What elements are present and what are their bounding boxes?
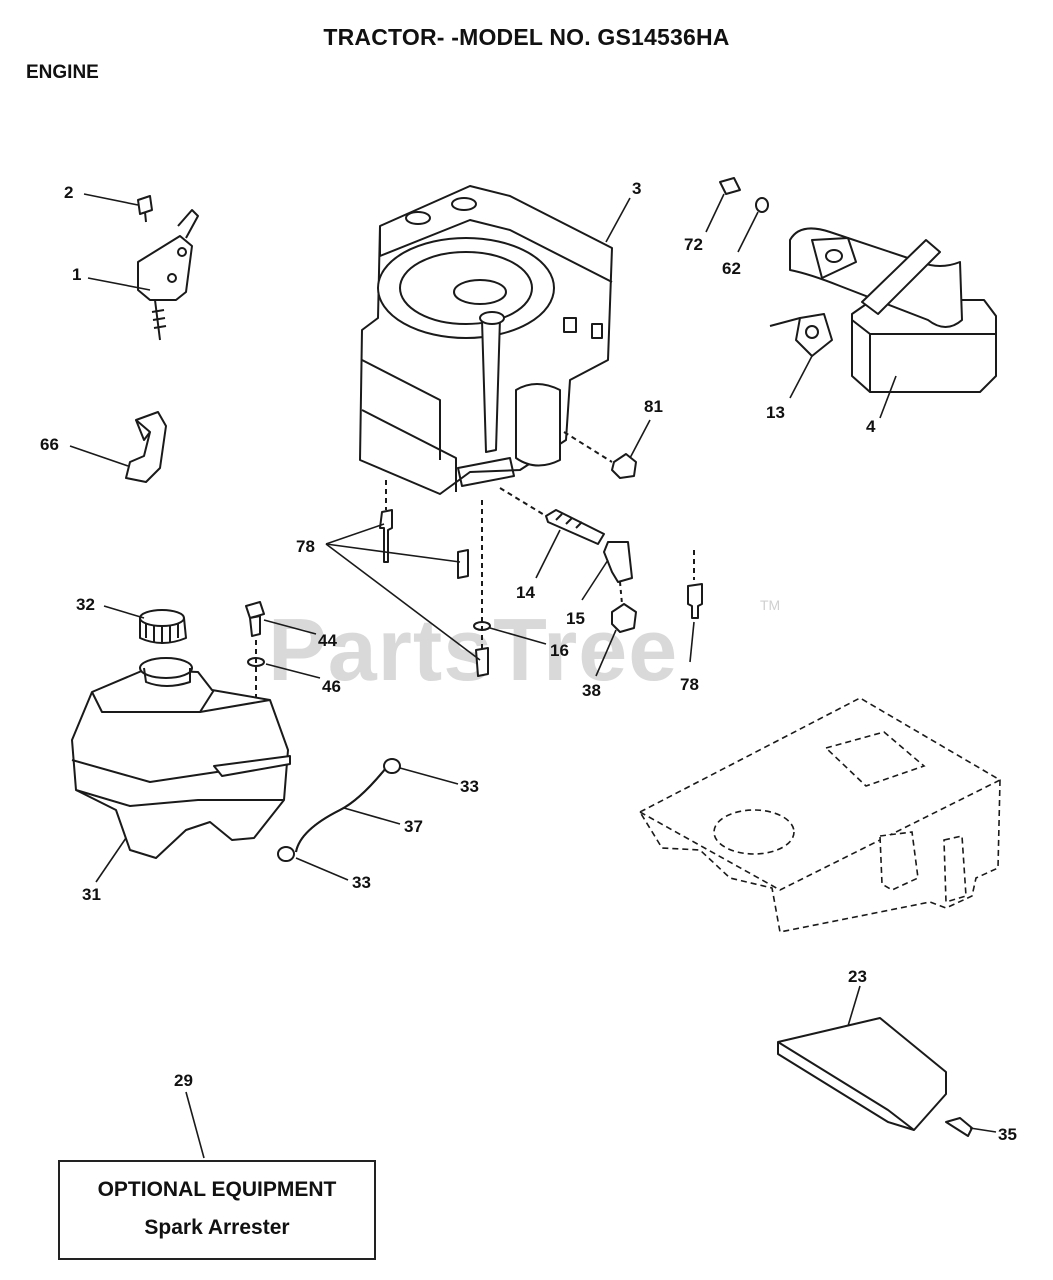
tractor-frame-reference [638, 697, 1001, 933]
callout-66[interactable]: 66 [40, 435, 59, 454]
callout-29[interactable]: 29 [174, 1071, 193, 1090]
diagram-title: TRACTOR- -MODEL NO. GS14536HA [323, 24, 730, 50]
leader-37 [343, 807, 401, 825]
callout-3[interactable]: 3 [632, 179, 641, 198]
callout-38[interactable]: 38 [582, 681, 601, 700]
callout-46[interactable]: 46 [322, 677, 341, 696]
tank-screw-part[interactable] [245, 601, 265, 780]
leader-62 [737, 211, 759, 253]
leader-31 [95, 837, 127, 883]
callout-35[interactable]: 35 [998, 1125, 1017, 1144]
callout-16[interactable]: 16 [550, 641, 569, 660]
fuel-line-part[interactable] [277, 758, 401, 862]
leader-15 [581, 559, 609, 601]
leader-3 [605, 197, 631, 243]
callout-78-left[interactable]: 78 [296, 537, 315, 556]
leader-46 [265, 663, 321, 679]
leader-33-bottom [295, 857, 349, 881]
leader-72 [705, 193, 725, 233]
callout-81[interactable]: 81 [644, 397, 663, 416]
callout-23[interactable]: 23 [848, 967, 867, 986]
leader-29 [185, 1091, 205, 1159]
leader-81 [629, 419, 651, 459]
callout-13[interactable]: 13 [766, 403, 785, 422]
callout-15[interactable]: 15 [566, 609, 585, 628]
leader-78-right [689, 621, 695, 663]
leader-14 [535, 529, 561, 579]
leader-38 [595, 629, 617, 677]
optional-equipment-box: OPTIONAL EQUIPMENT Spark Arrester [58, 1160, 376, 1260]
throttle-control-part[interactable] [137, 195, 199, 341]
leader-23 [847, 985, 861, 1027]
fuel-fitting-part[interactable] [473, 487, 633, 631]
fuel-tank-part[interactable] [71, 657, 291, 859]
leader-1 [87, 277, 151, 291]
spark-arrester-label: Spark Arrester [144, 1216, 290, 1239]
leader-33-top [399, 767, 459, 785]
callout-14[interactable]: 14 [516, 583, 535, 602]
leader-13 [789, 355, 813, 399]
callout-44[interactable]: 44 [318, 631, 337, 650]
fuel-cap-part[interactable] [139, 609, 187, 644]
watermark-tm: TM [760, 597, 780, 613]
leader-44 [263, 619, 317, 635]
heat-shield-part[interactable] [777, 1017, 973, 1137]
engine-bolts-part[interactable] [379, 480, 703, 677]
engine-part[interactable] [359, 185, 613, 495]
callout-33-top[interactable]: 33 [460, 777, 479, 796]
leader-4 [879, 375, 897, 419]
leader-16 [489, 627, 547, 645]
leader-2 [83, 193, 139, 206]
section-label: ENGINE [26, 62, 99, 83]
callout-2[interactable]: 2 [64, 183, 73, 202]
callout-1[interactable]: 1 [72, 265, 81, 284]
callout-4[interactable]: 4 [866, 417, 876, 436]
clip-part[interactable] [125, 411, 167, 483]
callout-78-right[interactable]: 78 [680, 675, 699, 694]
callout-31[interactable]: 31 [82, 885, 101, 904]
leader-32 [103, 605, 145, 619]
nut-part[interactable] [563, 431, 637, 479]
callout-33-bottom[interactable]: 33 [352, 873, 371, 892]
callout-62[interactable]: 62 [722, 259, 741, 278]
callout-32[interactable]: 32 [76, 595, 95, 614]
leader-66 [69, 445, 129, 467]
callout-72[interactable]: 72 [684, 235, 703, 254]
callout-37[interactable]: 37 [404, 817, 423, 836]
muffler-part[interactable] [719, 177, 997, 393]
grommet-part[interactable] [611, 581, 637, 633]
leader-35 [969, 1127, 997, 1133]
optional-equipment-heading: OPTIONAL EQUIPMENT [97, 1178, 337, 1201]
watermark-text: PartsTree [268, 600, 678, 699]
leader-78-group [325, 523, 481, 661]
